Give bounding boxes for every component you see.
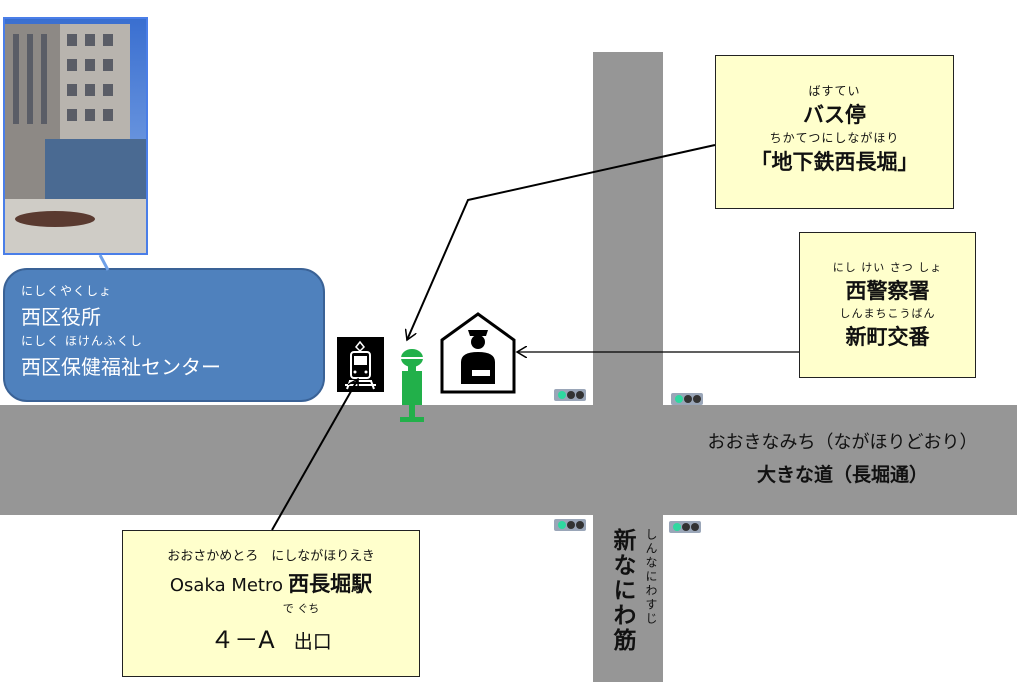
police-box-icon: [440, 312, 516, 394]
health-center-ruby: にしく ほけんふくし: [21, 334, 143, 348]
exit-label: 出口: [293, 631, 332, 653]
police-station-name: 西警察署: [845, 279, 930, 303]
cross-road-ruby: しんなにわすじ: [644, 528, 658, 626]
bus-stop-note: ばすてい バス停 ちかてつにしながほり 「地下鉄西長堀」: [715, 55, 954, 209]
bus-stop-station-name: 「地下鉄西長堀」: [750, 150, 919, 174]
bus-stop-station-ruby: ちかてつにしながほり: [769, 131, 900, 145]
ward-office-ruby: にしくやくしょ: [21, 284, 113, 298]
health-center-name: 西区保健福祉センター: [21, 355, 221, 379]
traffic-light-icon: [669, 521, 701, 533]
ward-office-callout: にしくやくしょ 西区役所 にしく ほけんふくし 西区保健福祉センター: [3, 268, 325, 402]
ward-office-photo: [3, 17, 148, 255]
cross-road-name: 新なにわ筋: [609, 528, 635, 653]
bus-stop-name: バス停: [803, 103, 866, 127]
metro-station-name: 西長堀駅: [288, 572, 373, 596]
traffic-light-icon: [671, 393, 703, 405]
main-road-name: 大きな道（長堀通）: [756, 464, 928, 486]
train-station-icon: [337, 337, 384, 392]
koban-name: 新町交番: [845, 325, 930, 349]
ward-office-name: 西区役所: [21, 305, 101, 329]
bus-stop-icon: [398, 348, 426, 423]
exit-number: ４－A: [210, 626, 275, 654]
main-road-ruby: おおきなみち（ながほりどおり）: [707, 432, 978, 453]
metro-exit-note: おおさかめとろ にしながほりえき Osaka Metro 西長堀駅 で ぐち ４…: [122, 530, 420, 677]
exit-ruby: で ぐち: [282, 602, 320, 615]
traffic-light-icon: [554, 519, 586, 531]
metro-line-name: Osaka Metro: [169, 575, 284, 596]
bus-stop-arrow: [407, 144, 716, 340]
building-photo-icon: [5, 24, 146, 253]
police-station-ruby: にし けい さつ しょ: [832, 261, 943, 274]
koban-ruby: しんまちこうばん: [839, 307, 936, 320]
nagahori-dori-road: [0, 405, 1017, 515]
police-note: にし けい さつ しょ 西警察署 しんまちこうばん 新町交番: [799, 232, 976, 378]
traffic-light-icon: [554, 389, 586, 401]
bus-stop-ruby: ばすてい: [808, 84, 861, 98]
metro-ruby: おおさかめとろ にしながほりえき: [167, 549, 375, 564]
